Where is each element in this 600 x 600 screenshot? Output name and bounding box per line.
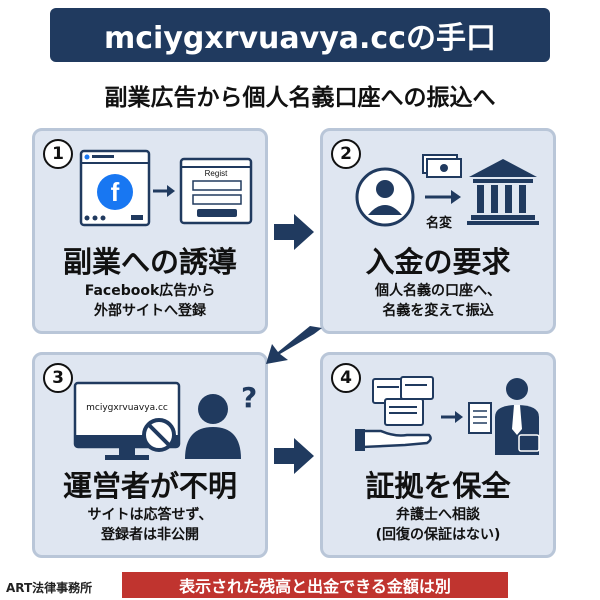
post-action-icons — [84, 215, 143, 221]
flow-arrow-right-1 — [274, 214, 314, 250]
title-banner: mciygxrvuavya.ccの手口 — [50, 8, 550, 62]
step-description: 個人名義の口座へ、 名義を変えて振込 — [375, 283, 501, 319]
step-title: 運営者が不明 — [62, 469, 237, 503]
arrow-right-icon — [153, 185, 175, 197]
step-number: 2 — [331, 139, 361, 169]
arrow-right-icon — [425, 190, 461, 204]
firm-name: ART法律事務所 — [6, 581, 93, 595]
document-icon — [468, 402, 492, 434]
registration-form-icon — [179, 157, 253, 225]
hand-icon — [355, 429, 432, 451]
page-subtitle: 副業広告から個人名義口座への振込へ — [104, 85, 496, 111]
step-title: 証拠を保全 — [365, 469, 511, 503]
step-card-2: 2 名変 入金の要求 個人名義の口座へ、 名義を変 — [320, 128, 556, 334]
step-description: Facebook広告から 外部サイトへ登録 — [84, 283, 216, 319]
svg-text:f: f — [111, 177, 120, 207]
monitor-site-text: mciygxrvuavya.cc — [86, 403, 168, 413]
documents-icon — [372, 376, 434, 426]
rename-label: 名変 — [426, 215, 452, 231]
lawyer-icon — [495, 378, 540, 455]
anonymous-person-icon — [185, 394, 241, 459]
step-title: 副業への誘導 — [62, 245, 237, 279]
person-avatar-icon — [355, 167, 415, 227]
bank-icon — [467, 159, 539, 225]
step-description: 弁護士へ相談 (回復の保証はない) — [375, 507, 501, 543]
step-2-illustration: 名変 — [355, 154, 539, 231]
warning-banner: 表示された残高と出金できる金額は別 — [122, 572, 508, 598]
step-number: 1 — [43, 139, 73, 169]
prohibited-icon — [142, 418, 176, 452]
step-number: 3 — [43, 363, 73, 393]
facebook-logo-icon: f — [97, 174, 133, 210]
step-1-illustration: f Regist — [79, 149, 253, 227]
flow-arrow-down-left — [266, 326, 322, 364]
question-mark-icon: ? — [241, 381, 257, 414]
step-card-1: 1 f Regist — [32, 128, 268, 334]
page-title: mciygxrvuavya.ccの手口 — [104, 21, 496, 56]
step-description: サイトは応答せず、 登録者は非公開 — [87, 507, 213, 543]
step-3-illustration: mciygxrvuavya.cc ? — [73, 381, 257, 460]
flow-arrow-right-2 — [274, 438, 314, 474]
step-4-illustration — [355, 376, 540, 455]
form-label: Regist — [205, 169, 228, 178]
step-number: 4 — [331, 363, 361, 393]
step-title: 入金の要求 — [365, 245, 511, 279]
step-card-4: 4 証拠を保全 — [320, 352, 556, 558]
cash-icon — [422, 154, 462, 178]
step-card-3: 3 mciygxrvuavya.cc ? 運営者が不明 サイトは応答せず、 登録… — [32, 352, 268, 558]
arrow-right-icon — [441, 411, 463, 423]
